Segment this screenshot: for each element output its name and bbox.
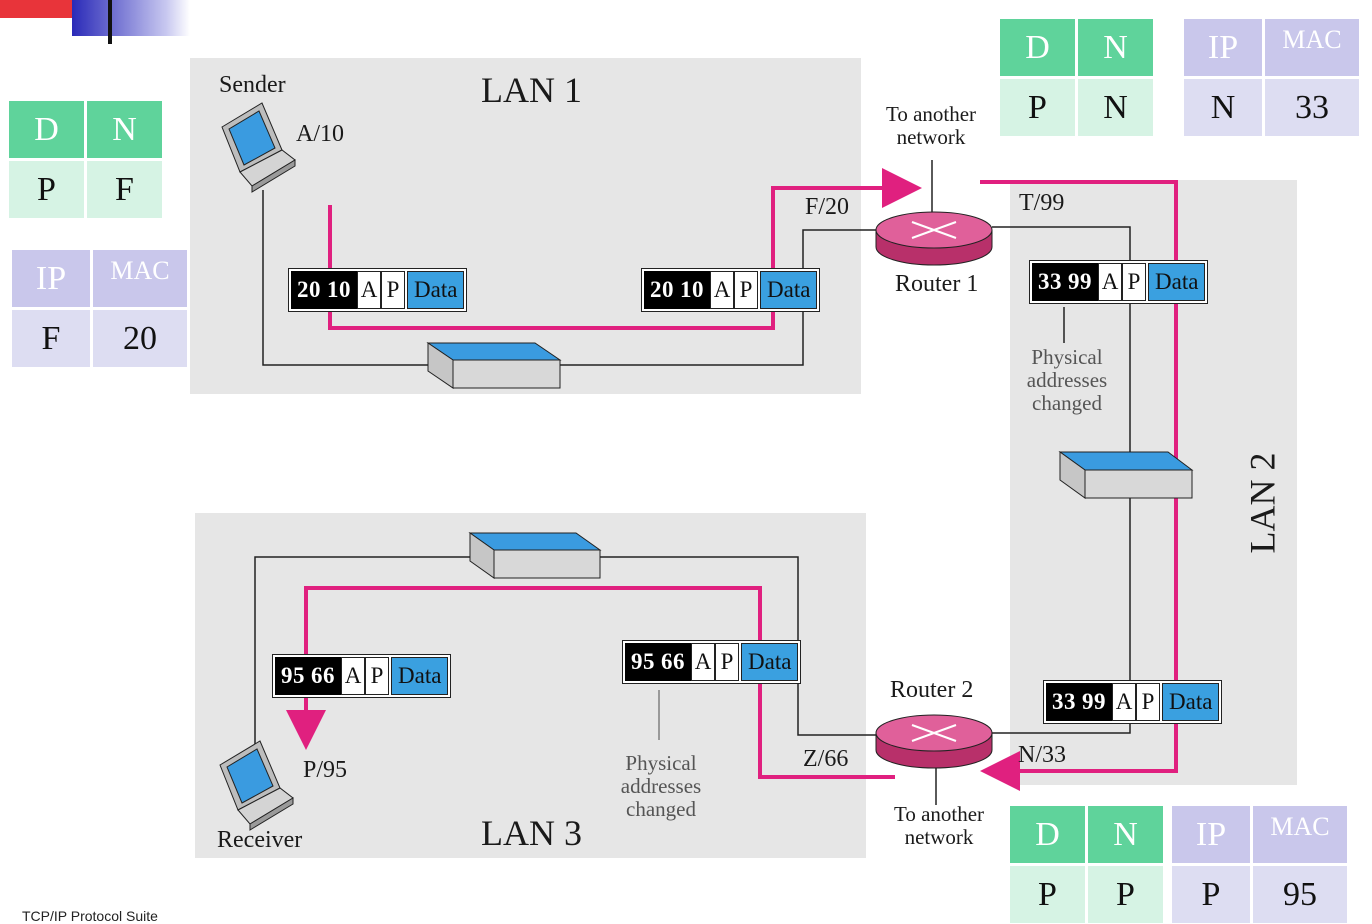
lan2-cable-lower — [992, 498, 1131, 734]
packet-data: Data — [1148, 263, 1206, 301]
table-header-ip: IP — [1184, 19, 1262, 76]
table-cell-ip: F — [12, 310, 90, 367]
router2-another-network: To another network — [893, 802, 985, 850]
path-lan3 — [286, 586, 895, 779]
footer-text: TCP/IP Protocol Suite — [22, 908, 158, 924]
packet-ip-dst: P — [734, 271, 758, 309]
packet-data: Data — [391, 657, 449, 695]
sender-routing-table: D N P F — [9, 101, 162, 218]
packet-ip-src: A — [710, 271, 734, 309]
physical-addresses-changed-note-lan2: Physical addresses changed — [1026, 345, 1108, 416]
packet-ip-src: A — [1098, 263, 1122, 301]
table-cell-mac: 95 — [1253, 866, 1347, 923]
table-header-mac: MAC — [93, 250, 187, 307]
table-header-ip: IP — [1172, 806, 1250, 863]
packet-ip-dst: P — [1136, 683, 1160, 721]
table-cell-next: N — [1078, 79, 1153, 136]
sender-arp-table: IP MAC F 20 — [12, 250, 187, 367]
table-header-ip: IP — [12, 250, 90, 307]
lan2-cable — [992, 226, 1131, 455]
lan3-title: LAN 3 — [481, 813, 582, 853]
lan1-title: LAN 1 — [481, 70, 582, 110]
router2-routing-table: D N P P — [1010, 806, 1163, 923]
laptop-receiver-icon — [219, 740, 294, 831]
router1-arp-table: IP MAC N 33 — [1184, 19, 1359, 136]
table-header-next: N — [1078, 19, 1153, 76]
table-header-mac: MAC — [1265, 19, 1359, 76]
table-header-next: N — [1088, 806, 1163, 863]
physical-addresses-changed-note-lan3: Physical addresses changed — [620, 751, 702, 822]
table-header-mac: MAC — [1253, 806, 1347, 863]
packet-ip-dst: P — [381, 271, 405, 309]
packet-data: Data — [741, 643, 799, 681]
packet-ip-dst: P — [365, 657, 389, 695]
table-header-dest: D — [1010, 806, 1085, 863]
table-cell-dest: P — [1000, 79, 1075, 136]
packet-ip-src: A — [357, 271, 381, 309]
router1-label: Router 1 — [895, 271, 979, 297]
router2-right-address: N/33 — [1018, 742, 1066, 768]
sender-address: A/10 — [296, 121, 344, 147]
router2-arp-table: IP MAC P 95 — [1172, 806, 1347, 923]
lan1-area — [190, 58, 861, 394]
table-cell-ip: N — [1184, 79, 1262, 136]
lan3-cable-left — [254, 556, 470, 760]
router2-left-address: Z/66 — [803, 746, 849, 772]
table-cell-mac: 33 — [1265, 79, 1359, 136]
lan1-cable — [262, 190, 430, 366]
table-cell-dest: P — [1010, 866, 1085, 923]
lan2-title: LAN 2 — [1242, 452, 1283, 554]
packet-ip-dst: P — [715, 643, 739, 681]
switch-lan2 — [1058, 451, 1194, 499]
router1-icon — [875, 211, 993, 266]
router1-left-address: F/20 — [805, 194, 850, 220]
table-cell-mac: 20 — [93, 310, 187, 367]
table-header-dest: D — [1000, 19, 1075, 76]
router1-routing-table: D N P N — [1000, 19, 1153, 136]
sender-label: Sender — [219, 72, 286, 98]
packet-data: Data — [1162, 683, 1220, 721]
router1-right-address: T/99 — [1019, 190, 1065, 216]
switch-lan3 — [468, 532, 602, 579]
packet-data: Data — [407, 271, 465, 309]
packet-ip-src: A — [1112, 683, 1136, 721]
router2-icon — [875, 714, 993, 769]
router1-another-network: To another network — [885, 102, 977, 150]
table-header-dest: D — [9, 101, 84, 158]
table-cell-next: F — [87, 161, 162, 218]
receiver-label: Receiver — [217, 827, 303, 853]
router2-label: Router 2 — [890, 677, 974, 703]
switch-lan1 — [426, 342, 562, 389]
table-header-next: N — [87, 101, 162, 158]
laptop-sender-icon — [221, 102, 296, 193]
receiver-address: P/95 — [303, 757, 348, 783]
packet-data: Data — [760, 271, 818, 309]
packet-ip-src: A — [341, 657, 365, 695]
table-cell-ip: P — [1172, 866, 1250, 923]
table-cell-dest: P — [9, 161, 84, 218]
cables — [254, 160, 1131, 805]
table-cell-next: P — [1088, 866, 1163, 923]
corner-decoration — [0, 0, 190, 44]
packet-ip-src: A — [691, 643, 715, 681]
packet-ip-dst: P — [1122, 263, 1146, 301]
